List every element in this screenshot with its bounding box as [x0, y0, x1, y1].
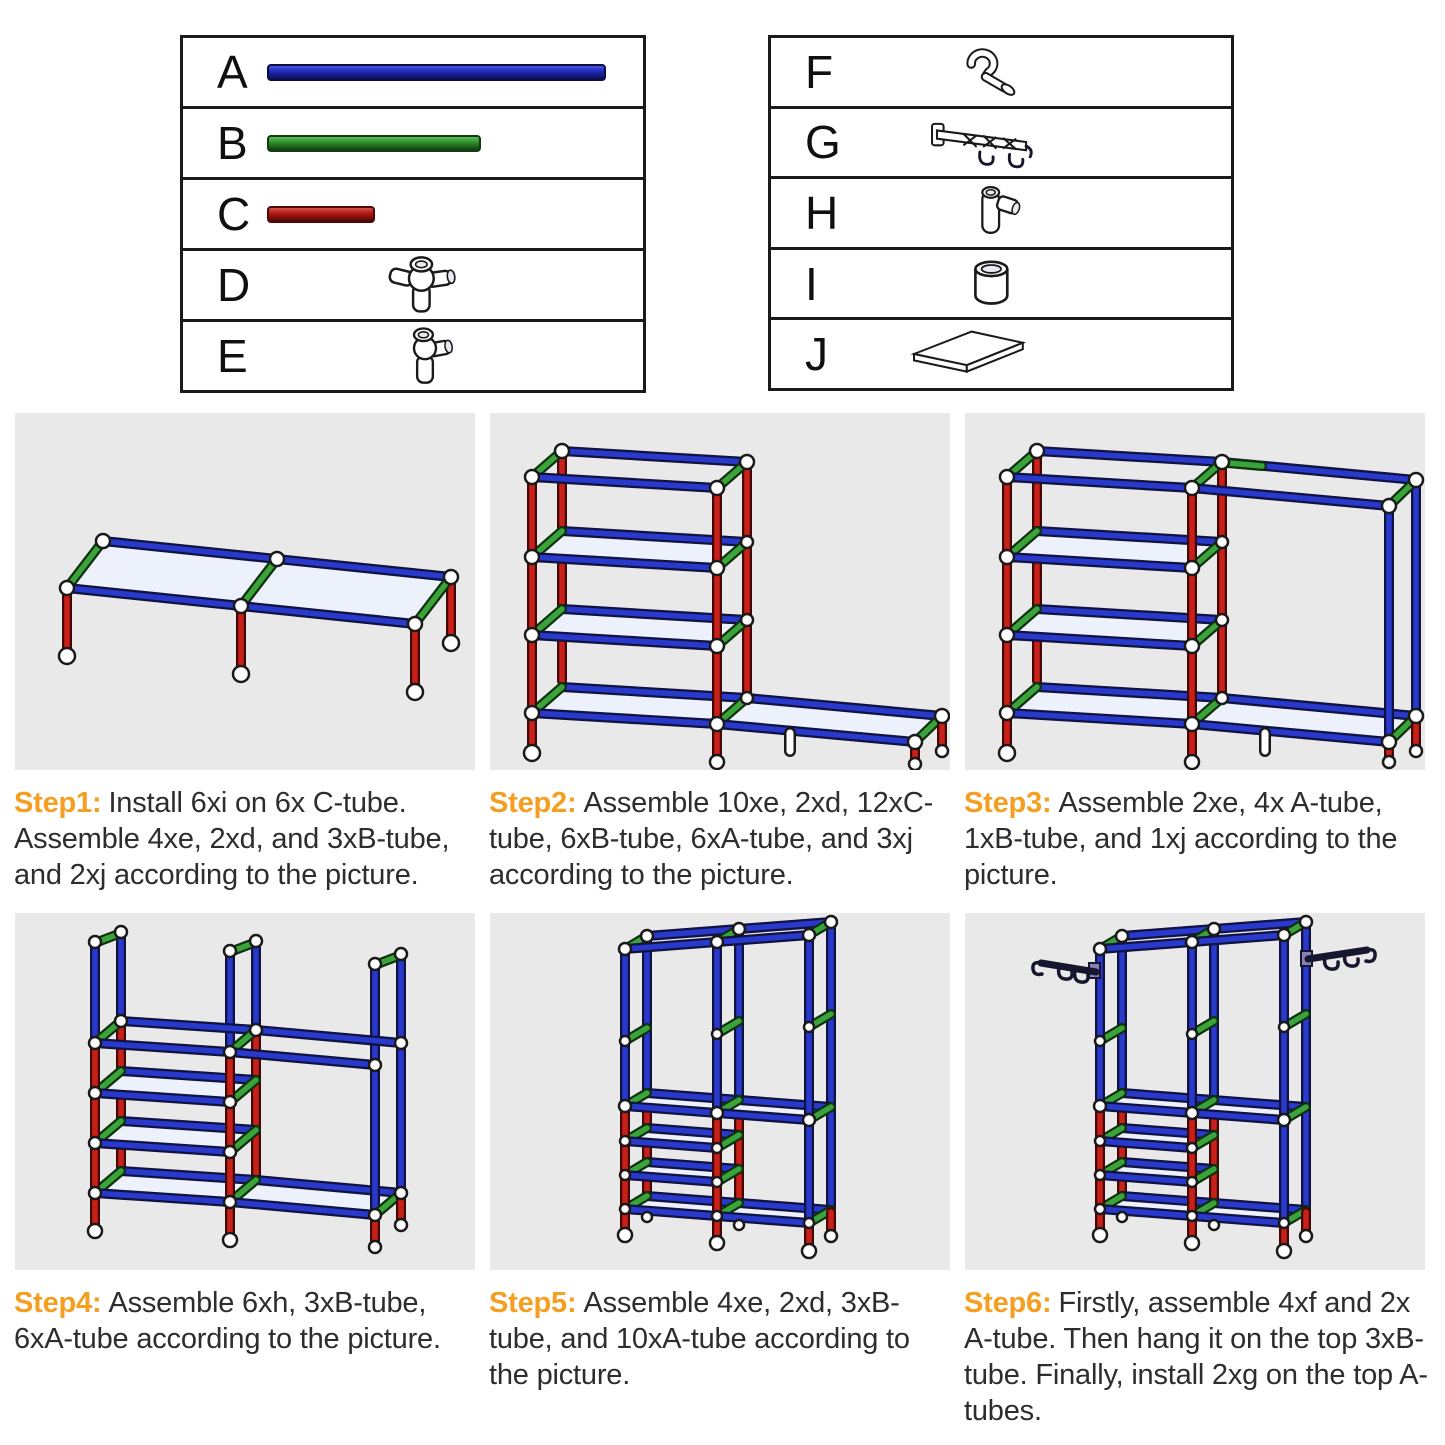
- shelf-panel-icon: [910, 330, 1027, 374]
- parts-table-right: F G H: [768, 35, 1234, 391]
- step1-label: Step1:: [14, 787, 102, 819]
- part-row-d: D: [183, 251, 643, 322]
- step3-illustration: [997, 442, 1425, 770]
- step5-figure: [490, 913, 950, 1270]
- step6-caption: Step6:Firstly, assemble 4xf and 2x A-tub…: [964, 1286, 1432, 1430]
- part-row-e: E: [183, 322, 643, 390]
- parts-table-left: A B C D E: [180, 35, 646, 393]
- part-row-f: F: [771, 38, 1231, 109]
- part-label-d: D: [217, 259, 251, 311]
- step5-caption: Step5:Assemble 4xe, 2xd, 3xB-tube, and 1…: [489, 1286, 957, 1394]
- step3-figure: [965, 413, 1425, 770]
- sleeve-cylinder-icon: [974, 260, 1009, 305]
- part-row-h: H: [771, 179, 1231, 250]
- step3-caption: Step3:Assemble 2xe, 4x A-tube, 1xB-tube,…: [964, 786, 1432, 894]
- step5-illustration: [616, 914, 839, 1260]
- step6-label: Step6:: [964, 1287, 1052, 1319]
- tee-connector-icon: [981, 185, 1021, 234]
- blue-long-tube-icon: [267, 63, 606, 81]
- step2-label: Step2:: [489, 787, 577, 819]
- step3-label: Step3:: [964, 787, 1052, 819]
- three-way-connector-icon: [412, 327, 454, 384]
- step4-caption: Step4:Assemble 6xh, 3xB-tube, 6xA-tube a…: [14, 1286, 482, 1358]
- step6-illustration: [1031, 914, 1377, 1260]
- red-short-tube-icon: [267, 205, 375, 223]
- part-label-h: H: [805, 186, 839, 239]
- right-hanger-hook-bar: [1300, 946, 1377, 971]
- step3-text: Assemble 2xe, 4x A-tube, 1xB-tube, and 1…: [964, 787, 1398, 891]
- part-row-j: J: [771, 320, 1231, 388]
- step4-figure: [15, 913, 475, 1270]
- step1-text: Install 6xi on 6x C-tube. Assemble 4xe, …: [14, 787, 450, 891]
- part-label-g: G: [805, 116, 841, 169]
- step2-figure: [490, 413, 950, 770]
- part-label-i: I: [805, 257, 818, 310]
- step2-text: Assemble 10xe, 2xd, 12xC-tube, 6xB-tube,…: [489, 787, 934, 891]
- step2-illustration: [522, 442, 950, 770]
- step1-illustration: [57, 532, 461, 702]
- hook-connector-icon: [966, 48, 1016, 96]
- part-label-e: E: [217, 330, 248, 382]
- step5-label: Step5:: [489, 1287, 577, 1319]
- step4-illustration: [86, 924, 409, 1255]
- left-hanger-hook-bar: [1031, 959, 1101, 984]
- step1-caption: Step1:Install 6xi on 6x C-tube. Assemble…: [14, 786, 482, 894]
- part-label-b: B: [217, 117, 248, 169]
- part-label-a: A: [217, 46, 248, 98]
- part-row-g: G: [771, 109, 1231, 180]
- part-row-c: C: [183, 180, 643, 251]
- step2-caption: Step2:Assemble 10xe, 2xd, 12xC-tube, 6xB…: [489, 786, 957, 894]
- part-label-c: C: [217, 188, 251, 240]
- step1-figure: [15, 413, 475, 770]
- part-label-j: J: [805, 328, 828, 381]
- part-row-a: A: [183, 38, 643, 109]
- hanger-hook-bar-icon: [930, 123, 1033, 169]
- part-row-b: B: [183, 109, 643, 180]
- step6-figure: [965, 913, 1425, 1270]
- green-medium-tube-icon: [267, 134, 481, 152]
- step5-text: Assemble 4xe, 2xd, 3xB-tube, and 10xA-tu…: [489, 1287, 910, 1391]
- four-way-connector-icon: [388, 256, 456, 313]
- step6-text: Firstly, assemble 4xf and 2x A-tube. The…: [964, 1287, 1428, 1427]
- part-row-i: I: [771, 250, 1231, 321]
- part-label-f: F: [805, 45, 834, 98]
- step4-label: Step4:: [14, 1287, 102, 1319]
- step4-text: Assemble 6xh, 3xB-tube, 6xA-tube accordi…: [14, 1287, 441, 1355]
